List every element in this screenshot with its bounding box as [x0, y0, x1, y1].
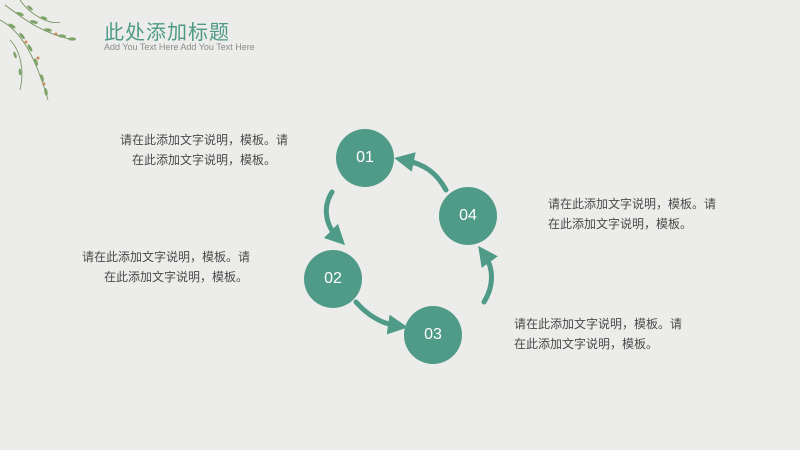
- step-number: 01: [356, 149, 374, 166]
- step-number: 04: [459, 207, 477, 224]
- step-description-02: 请在此添加文字说明，模板。请 在此添加文字说明，模板。: [82, 247, 250, 287]
- description-line: 请在此添加文字说明，模板。请: [82, 250, 251, 264]
- step-circle-03: 03: [404, 306, 462, 364]
- slide-title: 此处添加标题: [104, 20, 230, 44]
- arrow-01-to-02: [323, 189, 346, 246]
- arrow-02-to-03: [353, 299, 408, 335]
- step-circle-01: 01: [336, 129, 394, 187]
- description-line: 在此添加文字说明，模板。: [132, 153, 277, 167]
- description-line: 在此添加文字说明，模板。: [548, 217, 693, 231]
- step-description-03: 请在此添加文字说明，模板。请 在此添加文字说明，模板。: [514, 314, 682, 354]
- step-circle-02: 02: [304, 250, 362, 308]
- description-line: 在此添加文字说明，模板。: [514, 337, 659, 351]
- description-line: 请在此添加文字说明，模板。请: [548, 197, 717, 211]
- step-number: 03: [424, 326, 442, 343]
- step-description-04: 请在此添加文字说明，模板。请 在此添加文字说明，模板。: [548, 194, 716, 234]
- step-circle-04: 04: [439, 187, 497, 245]
- description-line: 请在此添加文字说明，模板。请: [120, 133, 289, 147]
- description-line: 在此添加文字说明，模板。: [104, 270, 249, 284]
- arrow-03-to-04: [478, 245, 498, 305]
- slide-subtitle: Add You Text Here Add You Text Here: [104, 42, 255, 52]
- arrow-04-to-01: [394, 152, 449, 193]
- description-line: 请在此添加文字说明，模板。请: [514, 317, 683, 331]
- step-description-01: 请在此添加文字说明，模板。请 在此添加文字说明，模板。: [120, 130, 288, 170]
- step-number: 02: [324, 270, 342, 287]
- leaf-branch-icon: [0, 0, 76, 101]
